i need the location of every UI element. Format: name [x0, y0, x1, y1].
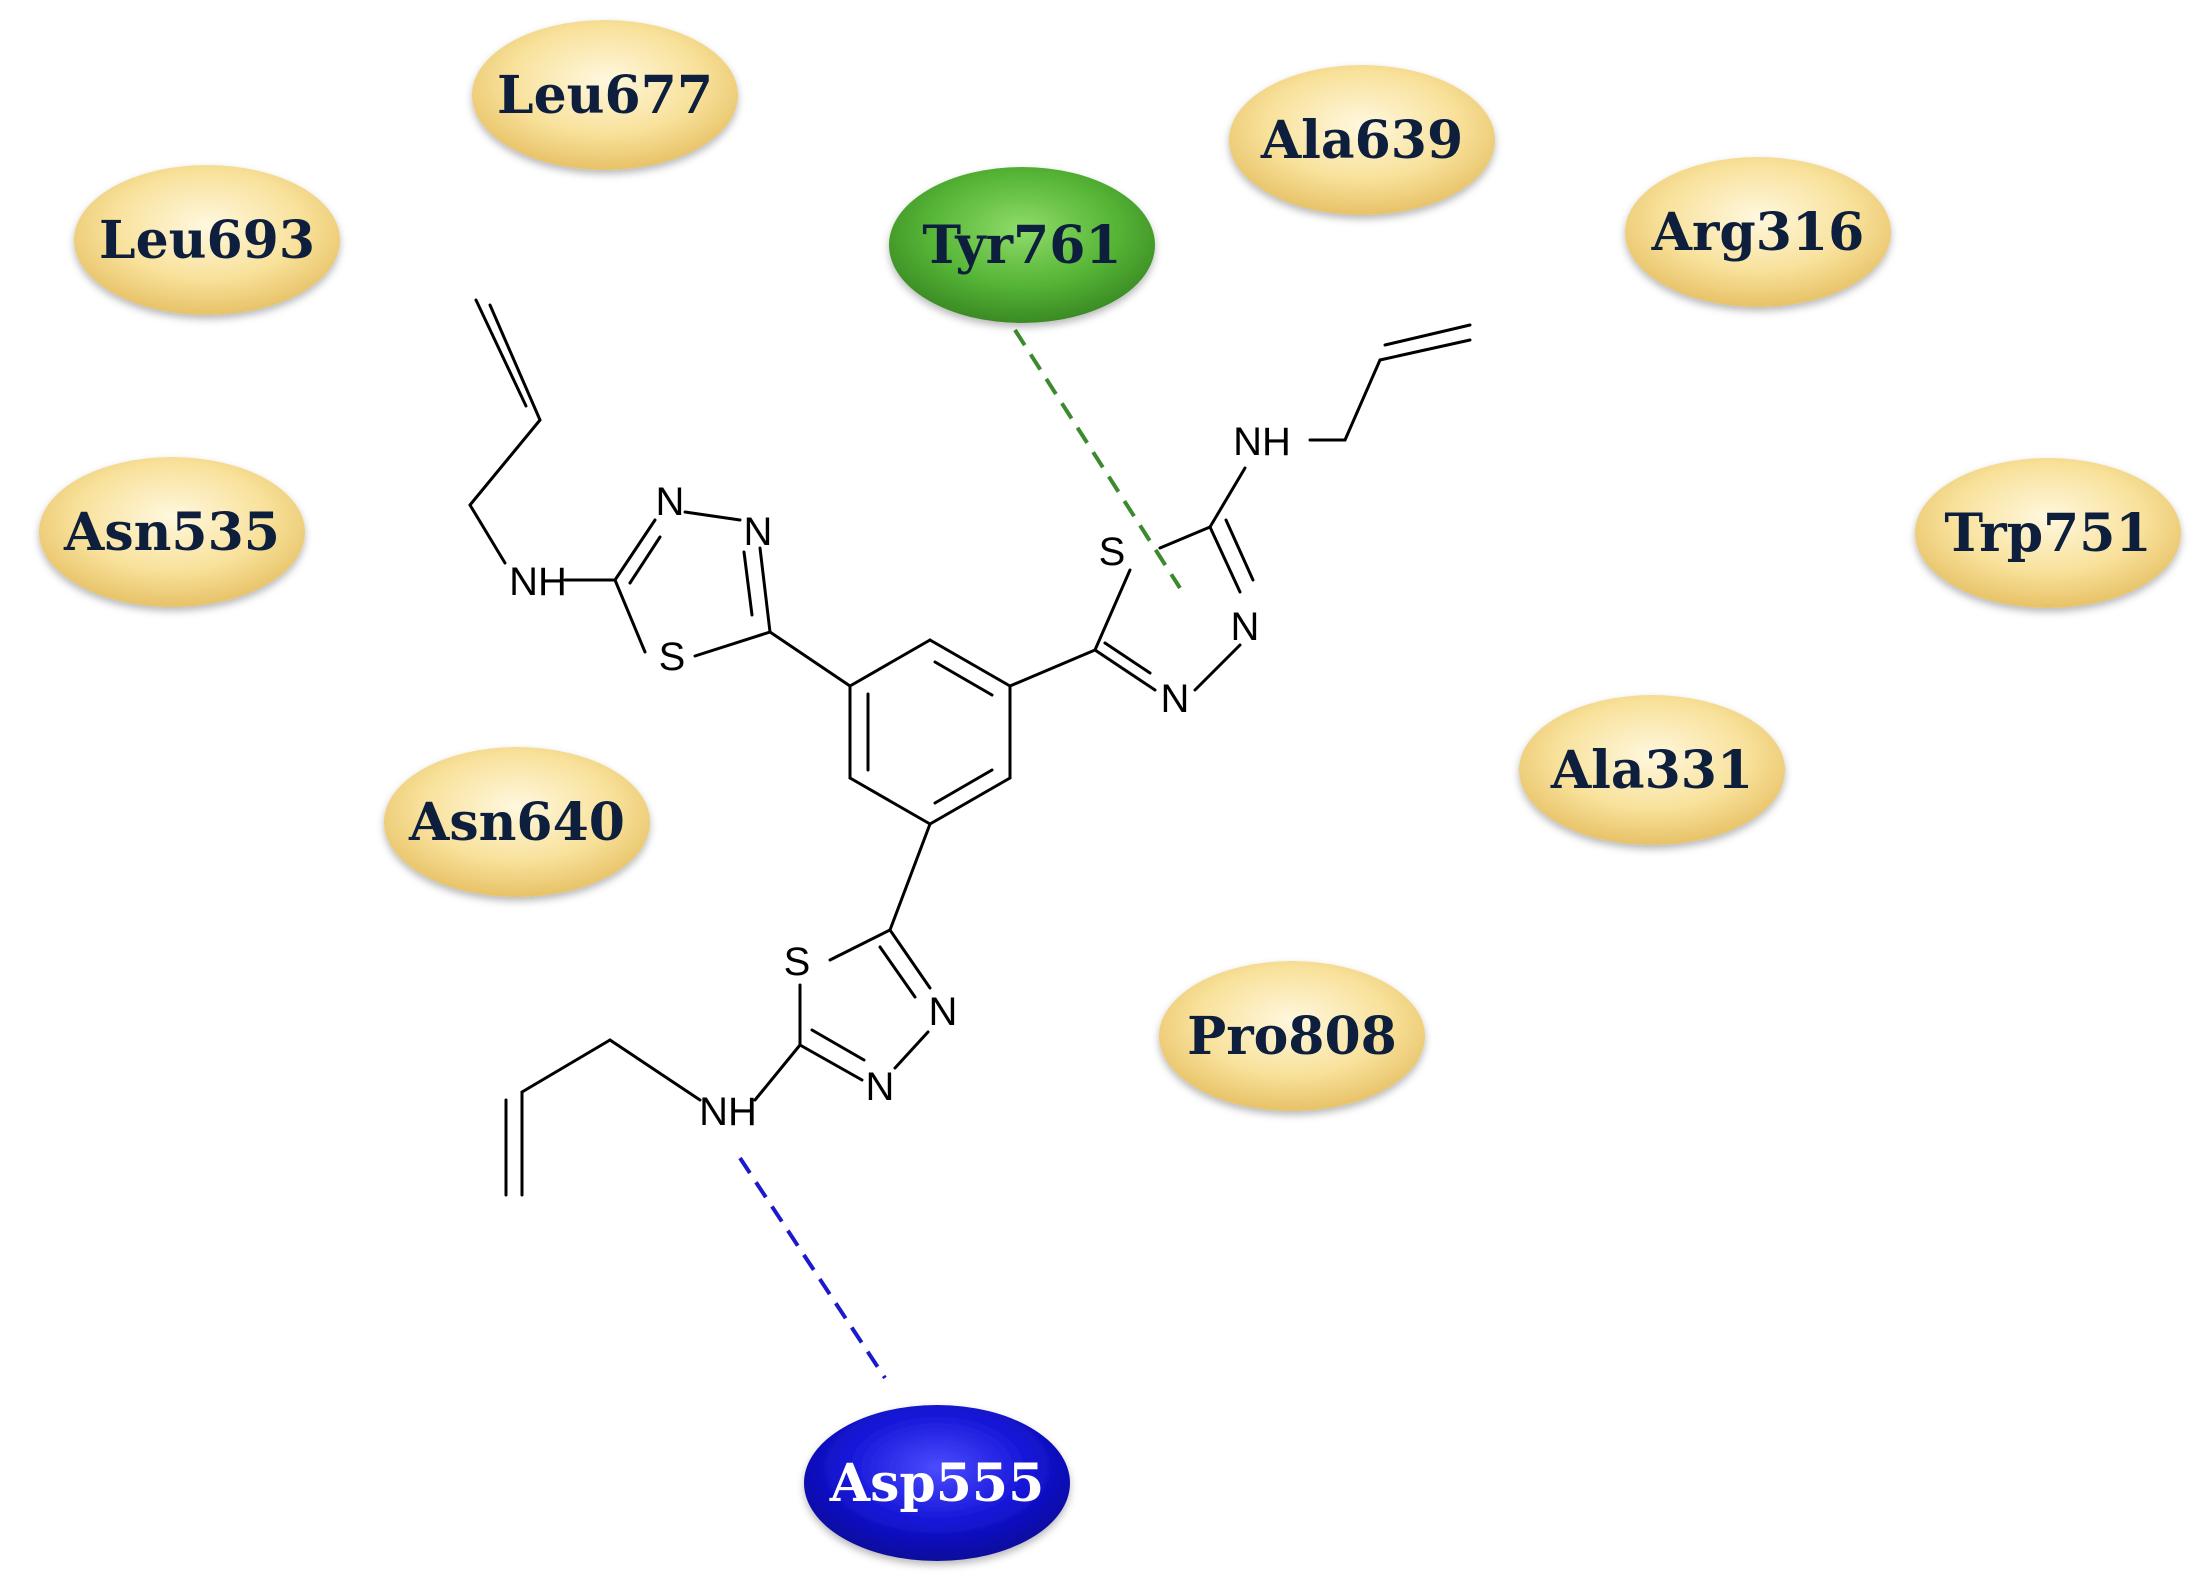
residue-pro808: Pro808 [1159, 961, 1425, 1111]
residue-ellipse [1519, 695, 1785, 845]
atom-nh3: NH [699, 1090, 757, 1134]
residue-asn535: Asn535 [39, 457, 305, 607]
atom-n6: N [866, 1065, 895, 1109]
residue-ala639: Ala639 [1229, 65, 1495, 215]
ligand-bonds [468, 298, 1472, 1197]
residue-label: Leu677 [497, 65, 713, 126]
residue-ellipse [74, 165, 340, 315]
atom-nh2: NH [1233, 420, 1291, 464]
residue-trp751: Trp751 [1915, 458, 2181, 608]
residue-label: Pro808 [1187, 1006, 1397, 1067]
residue-label: Arg316 [1651, 202, 1865, 263]
residue-ellipse [1625, 157, 1891, 307]
atom-n5: N [929, 990, 958, 1034]
residue-arg316: Arg316 [1625, 157, 1891, 307]
residue-ellipse [1159, 961, 1425, 1111]
residue-label: Asn640 [408, 792, 625, 853]
residue-ala331: Ala331 [1519, 695, 1785, 845]
residue-asn640: Asn640 [384, 747, 650, 897]
residue-ellipse [472, 20, 738, 170]
ligand-atoms: N N S NH S N N NH S N N NH [509, 420, 1291, 1134]
residue-label: Asp555 [829, 1453, 1045, 1514]
residue-asp555: Asp555 [804, 1405, 1070, 1561]
atom-n3: N [1231, 605, 1260, 649]
residue-label: Leu693 [99, 210, 315, 271]
atom-s2: S [1099, 530, 1126, 574]
residue-ellipse [384, 747, 650, 897]
residue-ellipse [39, 457, 305, 607]
residue-ellipse [804, 1405, 1070, 1561]
atom-n2: N [744, 510, 773, 554]
residue-label: Trp751 [1944, 503, 2151, 564]
atom-s1: S [659, 635, 686, 679]
residue-leu677: Leu677 [472, 20, 738, 170]
hbond-asp555 [738, 1156, 887, 1380]
residue-label: Ala331 [1550, 740, 1753, 801]
residue-ellipse [1915, 458, 2181, 608]
residue-label: Tyr761 [922, 215, 1121, 276]
residue-label: Asn535 [63, 502, 280, 563]
atom-n4: N [1161, 677, 1190, 721]
residue-ellipse [1229, 65, 1495, 215]
residue-ellipse [889, 167, 1155, 323]
residue-label: Ala639 [1260, 110, 1463, 171]
atom-n1: N [656, 480, 685, 524]
atom-nh1: NH [509, 560, 567, 604]
residue-leu693: Leu693 [74, 165, 340, 315]
hbond-tyr761 [1013, 328, 1182, 590]
atom-s3: S [784, 940, 811, 984]
residue-tyr761: Tyr761 [889, 167, 1155, 323]
